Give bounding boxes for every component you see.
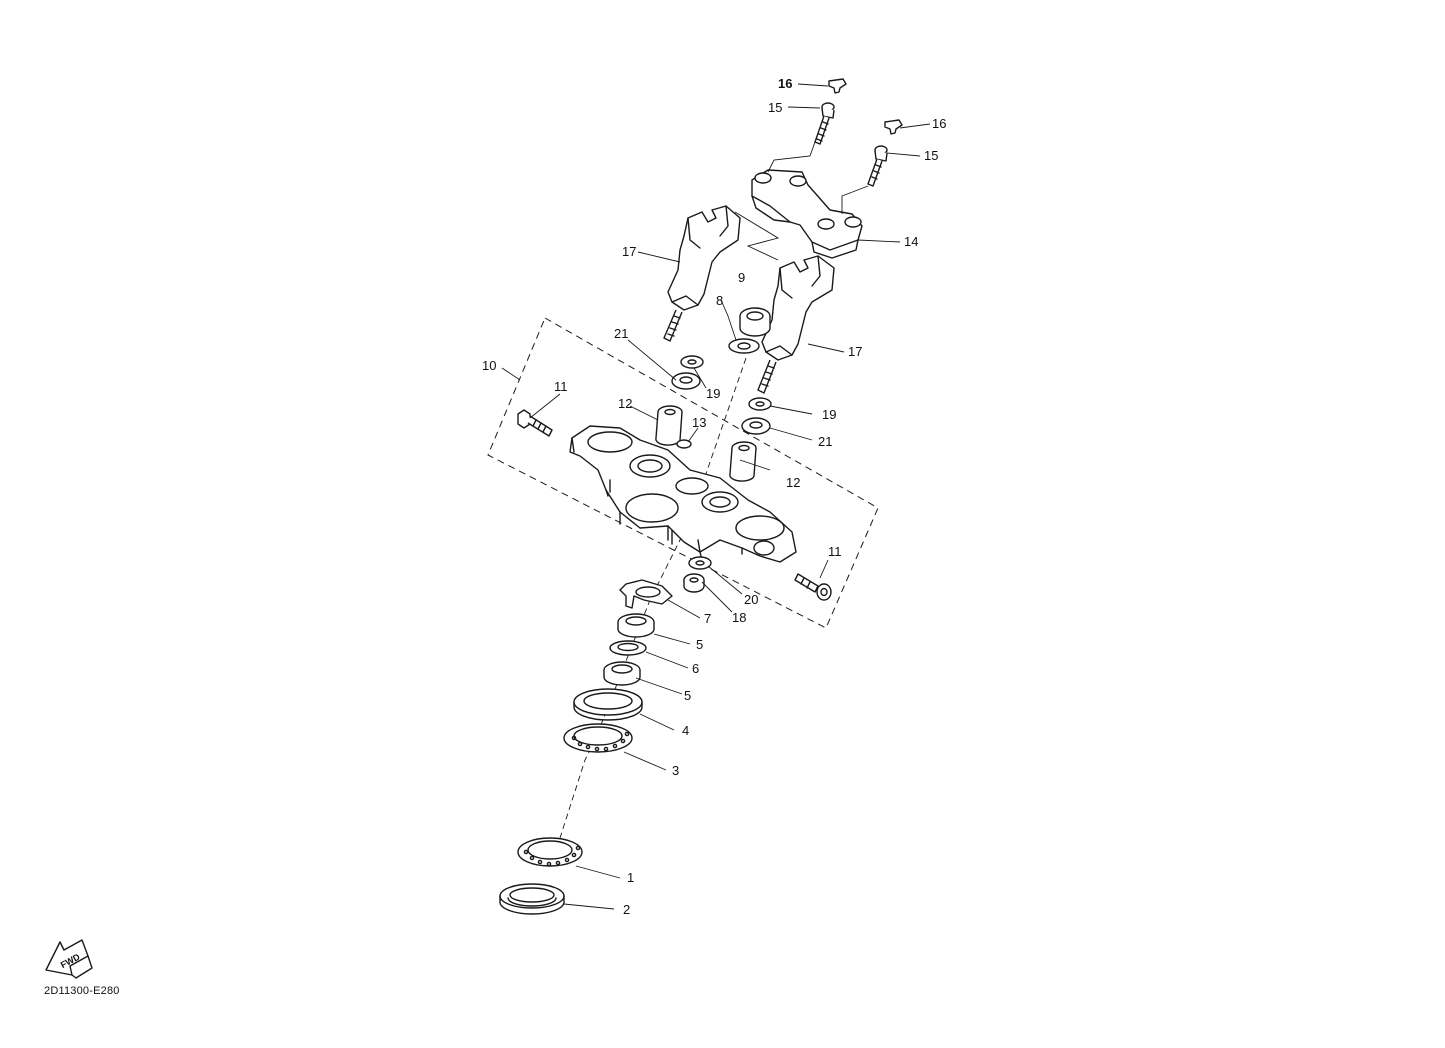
callout-15-top: 15 <box>768 100 782 115</box>
callout-14: 14 <box>904 234 918 249</box>
callout-1: 1 <box>627 870 634 885</box>
callout-16-top: 16 <box>778 76 792 91</box>
collar-12-left <box>655 405 683 446</box>
bolt-11-right <box>794 573 832 601</box>
riser-17-right <box>757 255 835 394</box>
callout-11-right: 11 <box>828 544 842 559</box>
washer-6 <box>609 640 647 656</box>
washer-8 <box>728 338 760 354</box>
callout-20: 20 <box>744 592 758 607</box>
ring-nut-5-upper <box>617 613 655 638</box>
bolt-11-left <box>517 409 553 437</box>
bolt-15-top <box>814 102 835 145</box>
bearing-1 <box>517 837 583 867</box>
callout-5-upper: 5 <box>696 637 703 652</box>
rubber-21-left <box>671 372 701 390</box>
callout-13: 13 <box>692 415 706 430</box>
bearing-race-2 <box>499 883 565 915</box>
callout-4: 4 <box>682 723 689 738</box>
callout-17-left: 17 <box>622 244 636 259</box>
callout-21-right: 21 <box>818 434 832 449</box>
nut-18 <box>683 573 705 593</box>
callout-12-left: 12 <box>618 396 632 411</box>
figure-code: 2D11300-E280 <box>44 985 120 997</box>
washer-19-left <box>680 355 704 369</box>
callout-17-right: 17 <box>848 344 862 359</box>
callout-12-right: 12 <box>786 475 800 490</box>
callout-11-left: 11 <box>554 379 568 394</box>
callout-8: 8 <box>716 293 723 308</box>
cap-16-top <box>828 78 847 94</box>
clamp-14 <box>751 169 863 259</box>
callout-18: 18 <box>732 610 746 625</box>
cap-16-right <box>884 119 903 135</box>
rubber-21-right <box>741 417 771 435</box>
lock-washer-7 <box>619 579 673 609</box>
callout-16-right: 16 <box>932 116 946 131</box>
leader-lines <box>501 83 931 910</box>
callout-9: 9 <box>738 270 745 285</box>
callout-5-lower: 5 <box>684 688 691 703</box>
bolt-15-right <box>867 145 888 187</box>
upper-bracket <box>569 425 797 563</box>
callout-10: 10 <box>482 358 496 373</box>
fwd-arrow-icon <box>45 939 93 979</box>
ring-nut-5-lower <box>603 661 641 686</box>
callout-2: 2 <box>623 902 630 917</box>
callout-3: 3 <box>672 763 679 778</box>
callout-19-right: 19 <box>822 407 836 422</box>
bearing-3 <box>563 723 633 753</box>
callout-labels: 16 15 16 15 14 17 9 8 21 17 10 19 11 12 … <box>482 76 946 917</box>
damper-13 <box>676 439 692 449</box>
callout-7: 7 <box>704 611 711 626</box>
callout-21-left: 21 <box>614 326 628 341</box>
stem-nut-9 <box>739 307 771 337</box>
collar-12-right <box>729 441 757 482</box>
bearing-race-4 <box>573 688 643 721</box>
callout-15-right: 15 <box>924 148 938 163</box>
zigzag-line <box>734 211 780 261</box>
washer-20 <box>688 556 712 570</box>
callout-19-left: 19 <box>706 386 720 401</box>
riser-17-left <box>663 205 741 342</box>
washer-19-right <box>748 397 772 411</box>
callout-6: 6 <box>692 661 699 676</box>
assembly-boundary <box>487 317 879 629</box>
